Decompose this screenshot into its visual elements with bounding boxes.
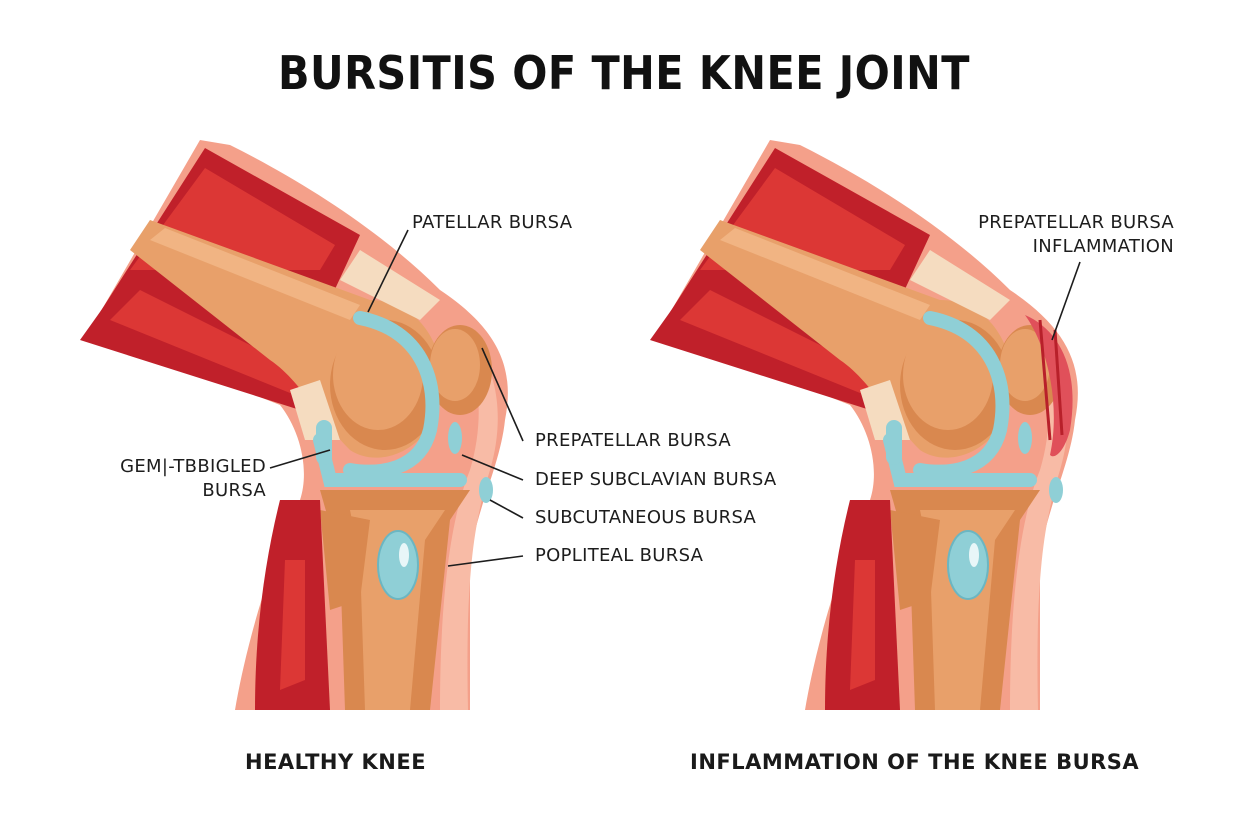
label-prepatellar-inflammation-line2: INFLAMMATION <box>1032 236 1174 257</box>
label-patellar-bursa: PATELLAR BURSA <box>412 212 573 233</box>
leader-lines-inflamed <box>1051 261 1081 341</box>
label-deep-subclavian-bursa: DEEP SUBCLAVIAN BURSA <box>535 469 777 490</box>
caption-healthy-knee: HEALTHY KNEE <box>245 750 427 774</box>
caption-inflamed-knee: INFLAMMATION OF THE KNEE BURSA <box>690 750 1140 774</box>
inflamed-knee-illustration <box>650 140 1078 710</box>
label-subcutaneous-bursa: SUBCUTANEOUS BURSA <box>535 507 757 528</box>
label-popliteal-bursa: POPLITEAL BURSA <box>535 545 704 566</box>
label-prepatellar-inflammation-line1: PREPATELLAR BURSA <box>978 212 1174 233</box>
leader-lines-healthy <box>269 229 524 567</box>
inflamed-bursa-shape <box>1025 315 1073 457</box>
label-left-bursa-line1: GEM|-TBBIGLED <box>120 456 266 477</box>
label-left-bursa-line2: BURSA <box>202 480 266 501</box>
label-prepatellar-bursa: PREPATELLAR BURSA <box>535 430 731 451</box>
diagram-title: BURSITIS OF THE KNEE JOINT <box>278 46 970 100</box>
